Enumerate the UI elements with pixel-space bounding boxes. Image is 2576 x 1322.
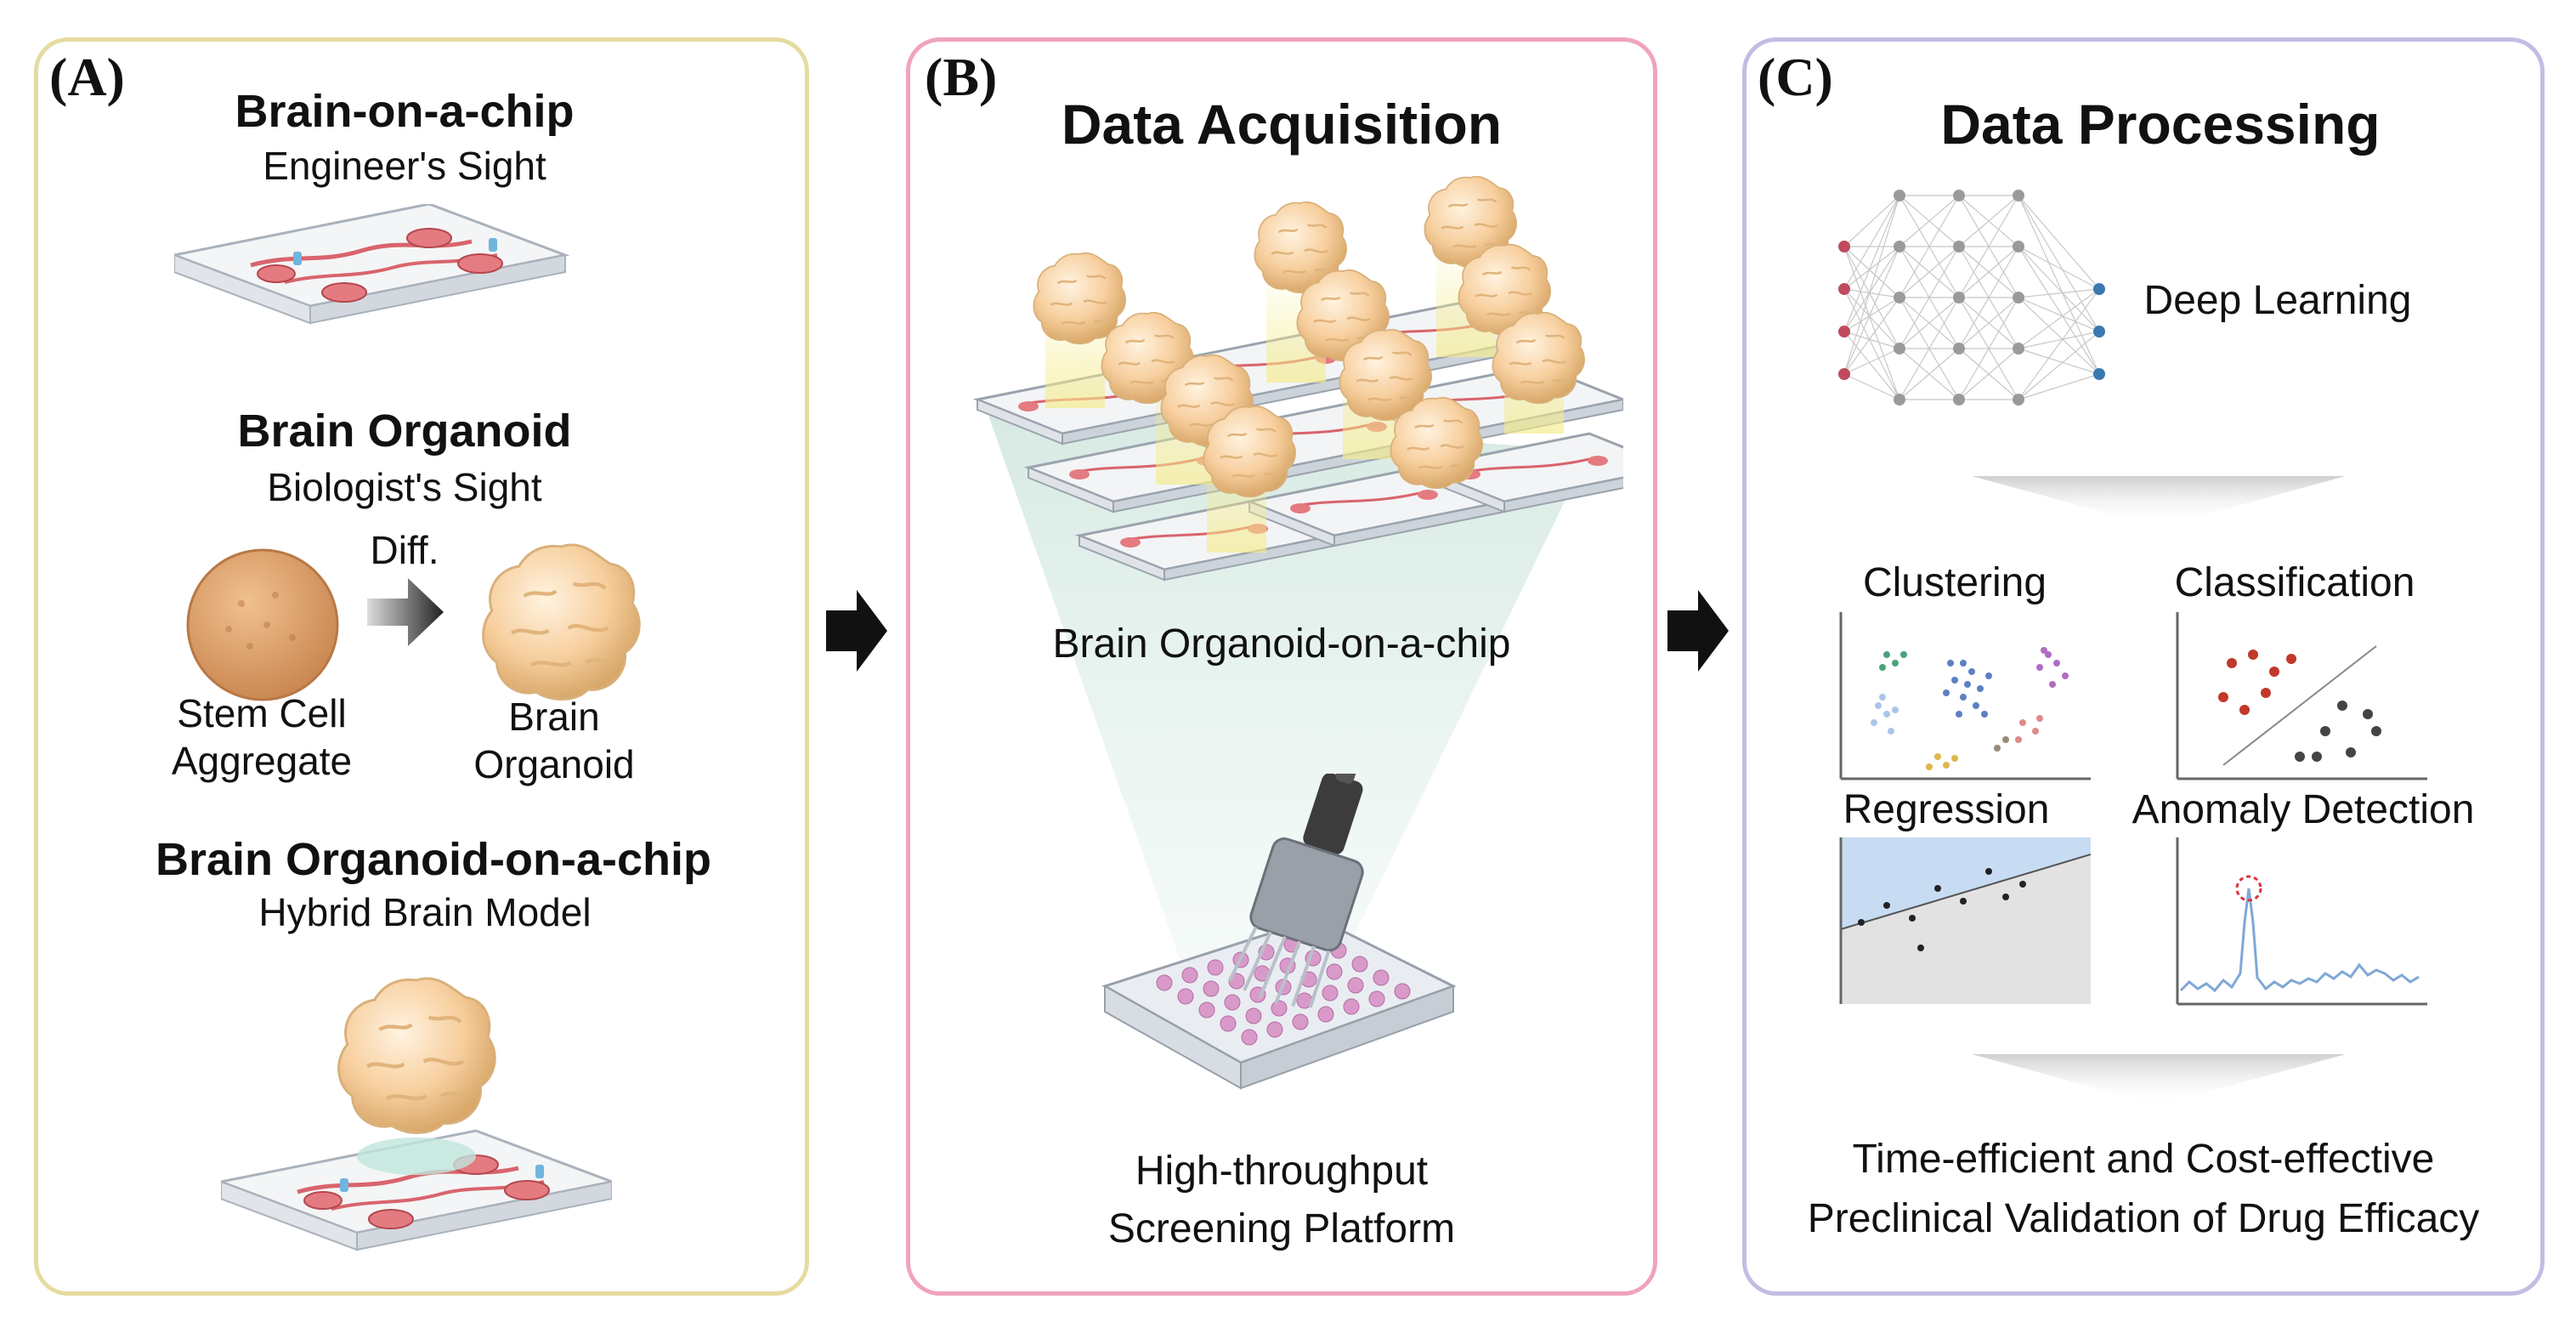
- organoid-array-illustration: [976, 175, 1623, 1012]
- clustering-plot: [1839, 612, 2091, 780]
- neural-network-icon: [1838, 190, 2105, 406]
- classification-label: Classification: [2174, 560, 2415, 605]
- chevron-down-icon: [1972, 476, 2346, 527]
- organoid-icon: [476, 536, 646, 706]
- panel-b-label: (B): [925, 47, 998, 107]
- chip-subtitle: Engineer's Sight: [263, 144, 546, 188]
- conclusion-line-2: Preclinical Validation of Drug Efficacy: [1807, 1196, 2480, 1241]
- arrow-right-icon: [826, 590, 887, 672]
- platform-label-2: Screening Platform: [1107, 1206, 1456, 1251]
- anomaly-label: Anomaly Detection: [2132, 787, 2475, 832]
- clustering-label: Clustering: [1862, 560, 2047, 605]
- chevron-down-icon: [1972, 1054, 2346, 1105]
- panel-c-title: Data Processing: [1940, 93, 2381, 156]
- organoid-subtitle: Biologist's Sight: [267, 465, 542, 509]
- stem-label-2: Aggregate: [171, 739, 353, 783]
- hybrid-title: Brain Organoid-on-a-chip: [156, 834, 711, 885]
- array-caption: Brain Organoid-on-a-chip: [1052, 621, 1511, 667]
- regression-plot: [1839, 837, 2091, 1004]
- arrow-right-icon: [1667, 590, 1729, 672]
- panel-c-label: (C): [1758, 47, 1833, 107]
- well-plate-icon: [1101, 916, 1457, 1090]
- anomaly-plot: [2176, 837, 2427, 1006]
- stem-label-1: Stem Cell: [177, 691, 347, 735]
- platform-label-1: High-throughput: [1135, 1149, 1429, 1194]
- hybrid-subtitle: Hybrid Brain Model: [258, 890, 592, 934]
- hybrid-chip-icon: [221, 961, 612, 1258]
- microfluidic-chip-icon: [174, 204, 582, 340]
- deep-learning-label: Deep Learning: [2143, 278, 2412, 323]
- chip-title: Brain-on-a-chip: [235, 86, 575, 137]
- conclusion-line-1: Time-efficient and Cost-effective: [1852, 1137, 2435, 1182]
- brain-label-2: Organoid: [473, 742, 635, 786]
- diff-label: Diff.: [370, 528, 439, 572]
- panel-a-label: (A): [49, 47, 125, 107]
- organoid-title: Brain Organoid: [237, 406, 572, 457]
- regression-label: Regression: [1843, 787, 2050, 832]
- brain-label-1: Brain: [508, 695, 600, 739]
- classification-plot: [2176, 612, 2427, 780]
- pipette-icon: [1101, 774, 1457, 1090]
- stem-cell-icon: [186, 548, 339, 701]
- panel-b-title: Data Acquisition: [1061, 93, 1503, 156]
- arrow-right-icon: [367, 578, 444, 646]
